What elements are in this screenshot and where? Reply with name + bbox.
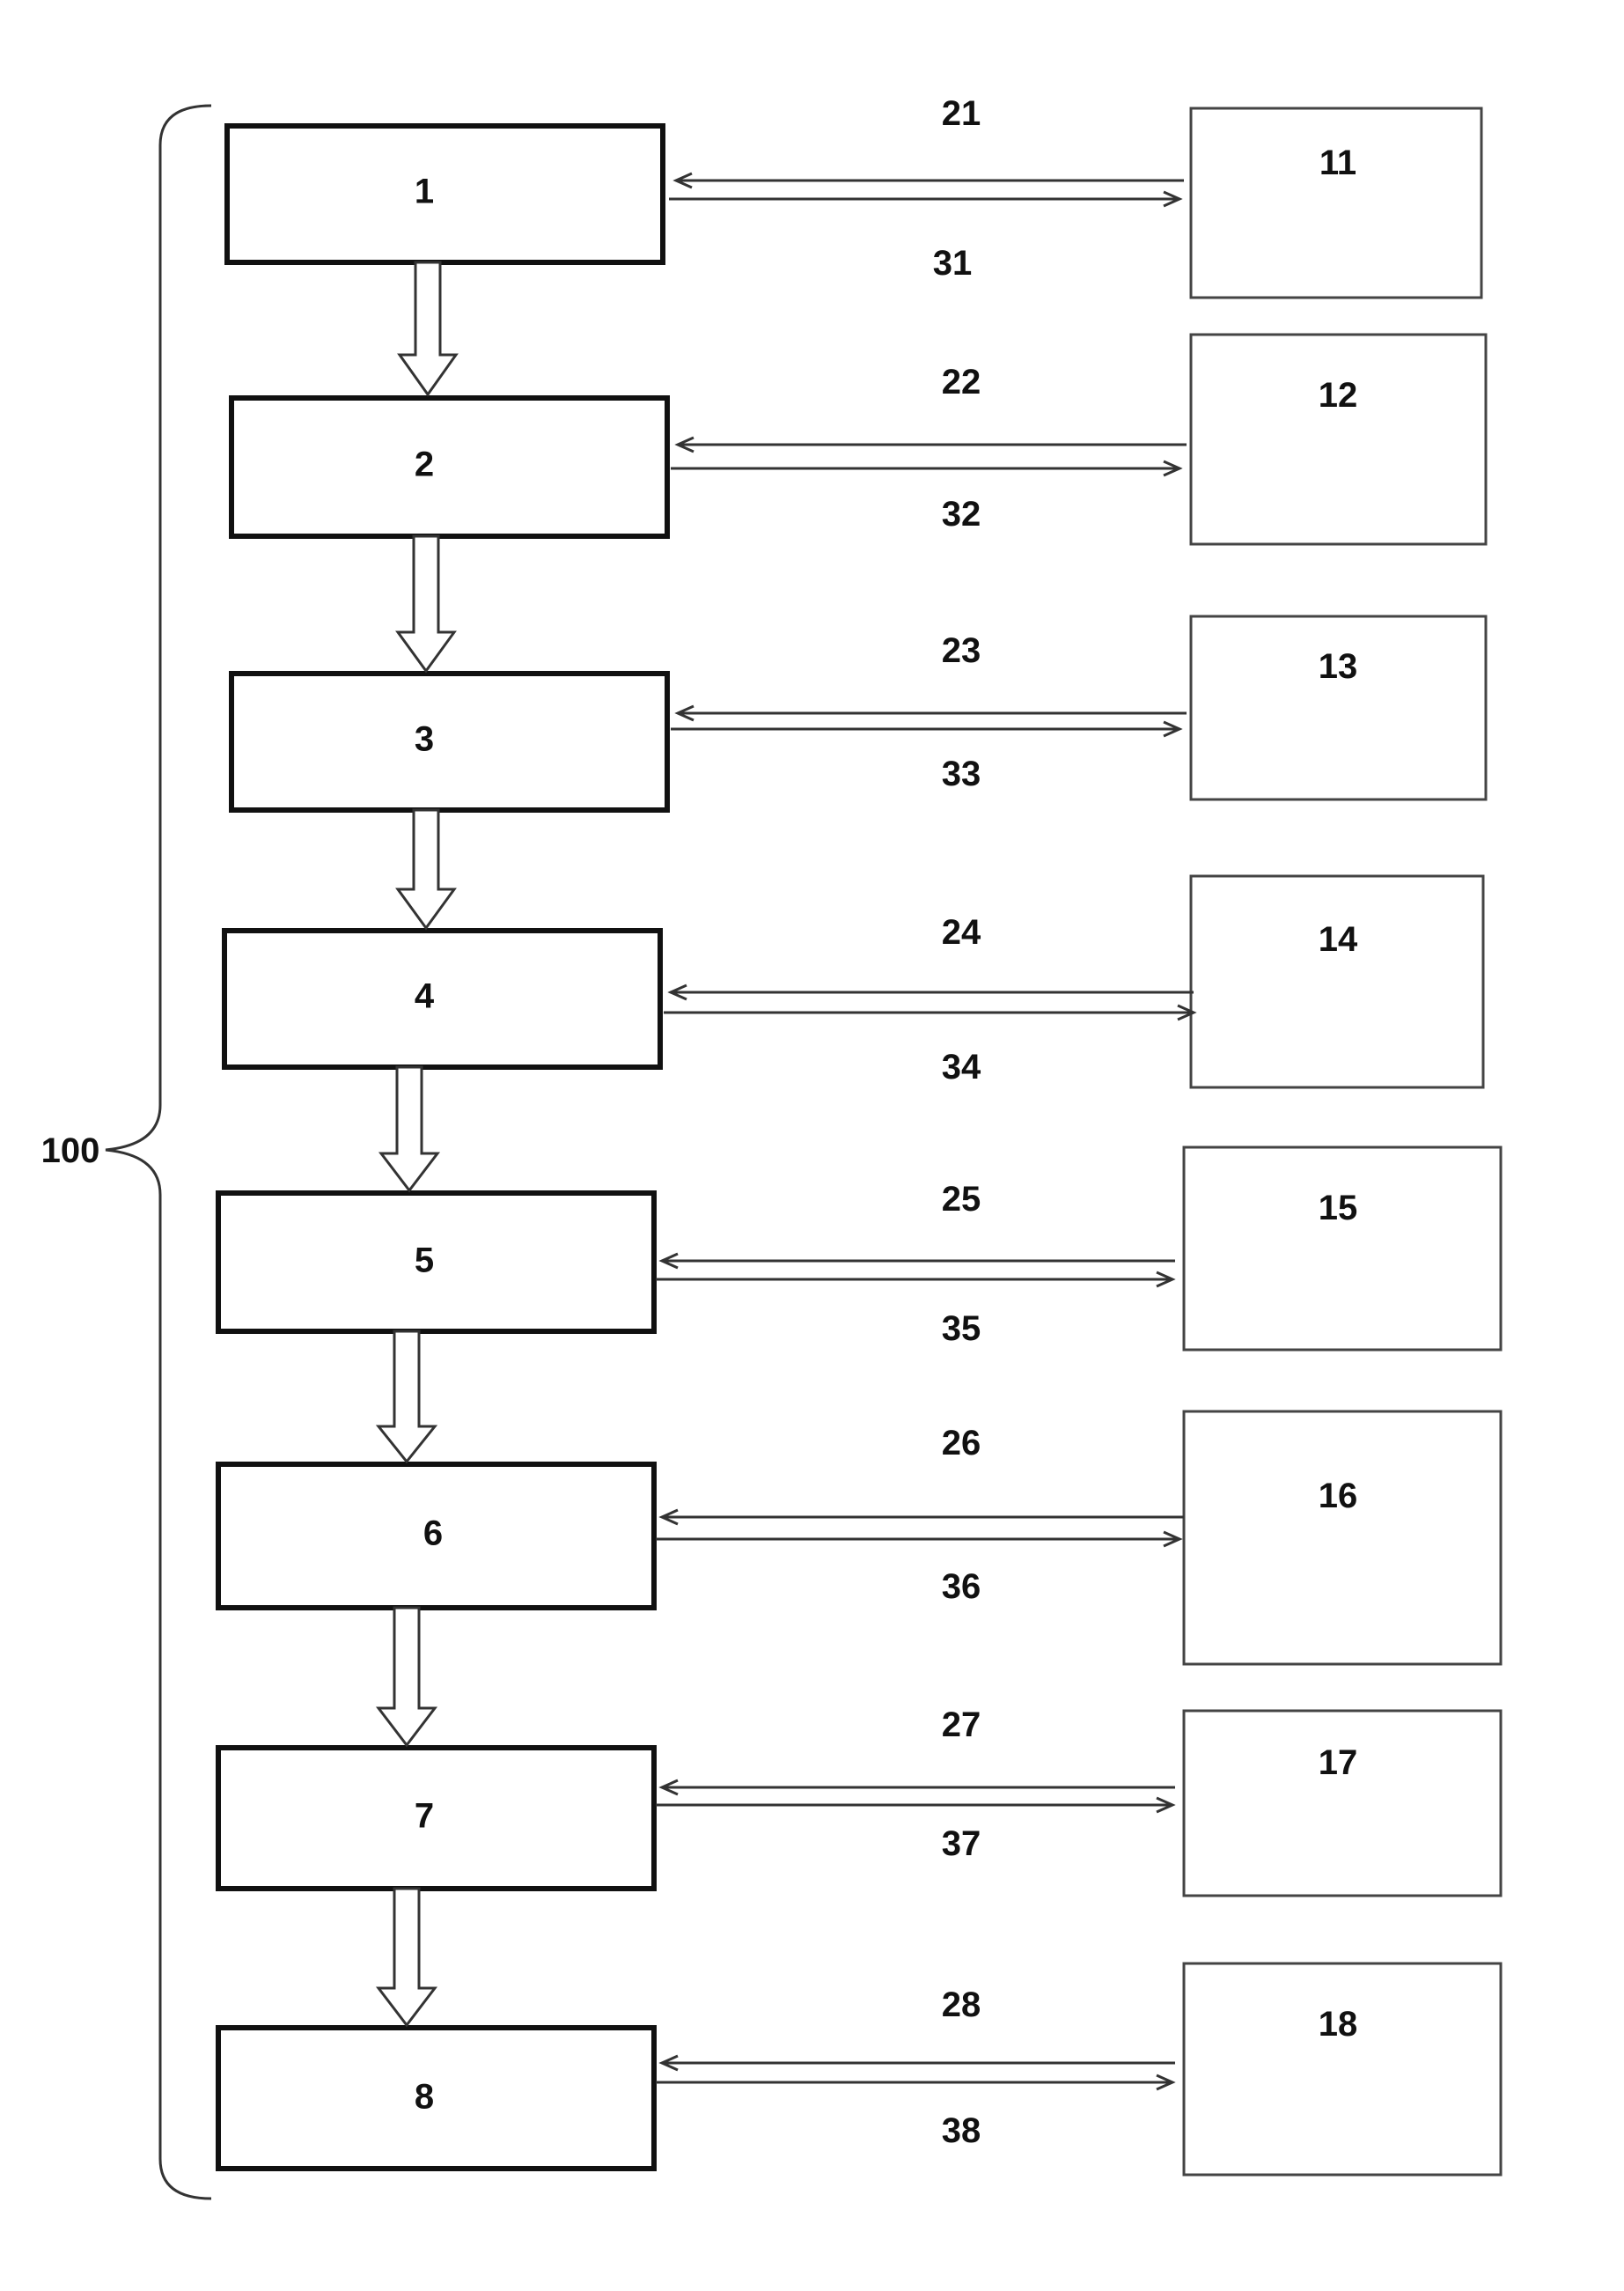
incoming-label-28: 28 [942,1985,981,2024]
flow-arrow-5-6 [378,1331,435,1462]
outgoing-arrow-33 [671,722,1179,736]
outgoing-arrow-31 [669,192,1179,206]
side-box-12 [1191,335,1486,544]
side-box-label-12: 12 [1319,376,1358,415]
main-box-label-3: 3 [415,720,434,759]
main-box-label-6: 6 [423,1514,443,1553]
main-box-label-1: 1 [415,173,434,211]
outgoing-arrow-34 [664,1006,1194,1020]
side-box-label-16: 16 [1319,1477,1358,1515]
outgoing-arrow-36 [656,1532,1179,1546]
incoming-arrow-24 [671,985,1194,999]
main-box-label-2: 2 [415,446,434,484]
side-box-label-15: 15 [1319,1189,1358,1227]
main-box-label-5: 5 [415,1241,434,1280]
main-box-2 [231,398,667,536]
outgoing-label-31: 31 [933,244,973,283]
outgoing-label-38: 38 [942,2111,981,2150]
incoming-arrow-22 [678,438,1187,452]
main-box-5 [218,1193,654,1331]
side-box-14 [1191,876,1483,1087]
outgoing-label-37: 37 [942,1824,981,1863]
flow-arrow-2-3 [398,536,454,671]
main-box-7 [218,1748,654,1889]
side-box-label-14: 14 [1319,920,1358,959]
incoming-label-22: 22 [942,363,981,401]
incoming-arrow-28 [662,2056,1175,2070]
incoming-label-25: 25 [942,1180,981,1219]
side-box-16 [1184,1411,1501,1664]
incoming-label-24: 24 [942,913,981,952]
group-brace [106,106,211,2199]
flow-arrow-7-8 [378,1889,435,2025]
flow-arrow-3-4 [398,810,454,928]
main-box-8 [218,2028,654,2169]
outgoing-arrow-38 [656,2075,1172,2089]
outgoing-label-36: 36 [942,1567,981,1606]
side-box-18 [1184,1963,1501,2175]
main-box-label-7: 7 [415,1797,434,1836]
side-box-11 [1191,108,1481,298]
side-box-label-17: 17 [1319,1743,1358,1782]
incoming-label-23: 23 [942,631,981,670]
side-box-15 [1184,1147,1501,1350]
side-box-17 [1184,1711,1501,1896]
outgoing-label-34: 34 [942,1048,981,1087]
incoming-label-21: 21 [942,94,981,133]
outgoing-arrow-32 [671,461,1179,475]
main-box-1 [227,126,663,262]
outgoing-label-33: 33 [942,755,981,793]
outgoing-arrow-37 [656,1798,1172,1812]
incoming-arrow-23 [678,706,1187,720]
outgoing-arrow-35 [656,1272,1172,1286]
main-box-label-8: 8 [415,2078,434,2117]
incoming-label-27: 27 [942,1705,981,1744]
side-box-label-13: 13 [1319,647,1358,686]
incoming-arrow-27 [662,1780,1175,1794]
side-box-label-18: 18 [1319,2005,1358,2044]
outgoing-label-32: 32 [942,495,981,534]
side-box-13 [1191,616,1486,799]
main-box-label-4: 4 [415,977,435,1016]
incoming-arrow-21 [676,173,1184,188]
main-box-4 [224,931,660,1067]
flow-arrow-4-5 [381,1067,437,1190]
incoming-arrow-25 [662,1254,1175,1268]
flow-arrow-1-2 [400,262,456,394]
incoming-label-26: 26 [942,1424,981,1462]
group-label: 100 [41,1131,100,1170]
incoming-arrow-26 [662,1510,1184,1524]
side-box-label-11: 11 [1319,144,1356,182]
flow-arrow-6-7 [378,1608,435,1745]
main-box-3 [231,674,667,810]
outgoing-label-35: 35 [942,1309,981,1348]
